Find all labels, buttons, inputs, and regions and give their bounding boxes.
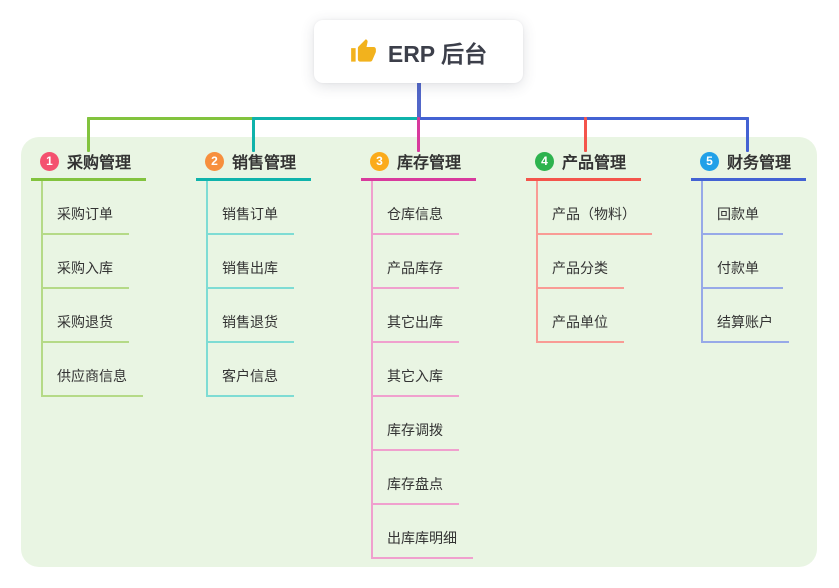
leaf-label: 采购订单 (57, 206, 113, 222)
branch-items: 仓库信息 产品库存 其它出库 其它入库 库存调拨 库存盘点 出库库明细 (371, 181, 476, 559)
leaf-label: 库存调拨 (387, 422, 443, 438)
leaf-label: 产品分类 (552, 260, 608, 276)
leaf-label: 销售退货 (222, 314, 278, 330)
branch-header[interactable]: 4 产品管理 (526, 147, 652, 175)
branch-title: 财务管理 (727, 155, 792, 172)
leaf-node[interactable]: 销售退货 (208, 289, 294, 343)
branch-column: 1 采购管理 采购订单 采购入库 采购退货 供应商信息 (31, 147, 146, 397)
leaf-node[interactable]: 结算账户 (703, 289, 789, 343)
branch-header[interactable]: 2 销售管理 (196, 147, 311, 175)
root-title: ERP 后台 (387, 40, 488, 67)
branch-underline (361, 178, 476, 181)
leaf-label: 产品单位 (552, 314, 608, 330)
leaf-label: 客户信息 (222, 368, 278, 384)
leaf-node[interactable]: 采购入库 (43, 235, 129, 289)
leaf-label: 其它入库 (387, 368, 443, 384)
branch-number-badge: 2 (205, 151, 224, 171)
leaf-label: 回款单 (717, 206, 759, 222)
branch-items: 回款单 付款单 结算账户 (701, 181, 806, 343)
branch-items: 产品（物料） 产品分类 产品单位 (536, 181, 652, 343)
leaf-label: 结算账户 (717, 314, 773, 330)
branch-items: 销售订单 销售出库 销售退货 客户信息 (206, 181, 311, 397)
branch-number-badge: 5 (700, 151, 719, 171)
leaf-label: 销售订单 (222, 206, 278, 222)
thumbs-up-icon (350, 39, 376, 62)
leaf-node[interactable]: 其它出库 (373, 289, 459, 343)
rail-segment (87, 117, 254, 120)
leaf-node[interactable]: 产品（物料） (538, 181, 652, 235)
leaf-label: 付款单 (717, 260, 759, 276)
branch-title: 销售管理 (232, 155, 297, 172)
leaf-label: 库存盘点 (387, 476, 443, 492)
leaf-label: 出库库明细 (387, 530, 457, 546)
leaf-node[interactable]: 仓库信息 (373, 181, 459, 235)
branch-columns: 1 采购管理 采购订单 采购入库 采购退货 供应商信息 2 销售管理 销售订单 … (21, 137, 817, 567)
branch-number-badge: 4 (535, 151, 554, 171)
branch-header[interactable]: 5 财务管理 (691, 147, 806, 175)
leaf-node[interactable]: 产品分类 (538, 235, 624, 289)
branch-items: 采购订单 采购入库 采购退货 供应商信息 (41, 181, 146, 397)
branch-title: 产品管理 (562, 155, 627, 172)
leaf-label: 产品库存 (387, 260, 443, 276)
branch-column: 2 销售管理 销售订单 销售出库 销售退货 客户信息 (196, 147, 311, 397)
branch-header[interactable]: 3 库存管理 (361, 147, 476, 175)
leaf-node[interactable]: 付款单 (703, 235, 783, 289)
leaf-node[interactable]: 其它入库 (373, 343, 459, 397)
leaf-node[interactable]: 回款单 (703, 181, 783, 235)
branch-underline (526, 178, 641, 181)
root-node[interactable]: ERP 后台 (314, 20, 523, 83)
branch-underline (691, 178, 806, 181)
leaf-label: 仓库信息 (387, 206, 443, 222)
leaf-node[interactable]: 产品库存 (373, 235, 459, 289)
leaf-node[interactable]: 库存调拨 (373, 397, 459, 451)
leaf-node[interactable]: 采购退货 (43, 289, 129, 343)
leaf-label: 供应商信息 (57, 368, 127, 384)
leaf-label: 其它出库 (387, 314, 443, 330)
branch-column: 3 库存管理 仓库信息 产品库存 其它出库 其它入库 库存调拨 库存盘点 出库库… (361, 147, 476, 559)
branch-header[interactable]: 1 采购管理 (31, 147, 146, 175)
leaf-node[interactable]: 销售订单 (208, 181, 294, 235)
leaf-label: 销售出库 (222, 260, 278, 276)
branch-number-badge: 1 (40, 151, 59, 171)
leaf-node[interactable]: 出库库明细 (373, 505, 473, 559)
branch-title: 采购管理 (67, 155, 132, 172)
branch-column: 4 产品管理 产品（物料） 产品分类 产品单位 (526, 147, 652, 343)
leaf-node[interactable]: 供应商信息 (43, 343, 143, 397)
leaf-node[interactable]: 销售出库 (208, 235, 294, 289)
branch-underline (31, 178, 146, 181)
root-stem-line (417, 82, 421, 119)
leaf-label: 采购退货 (57, 314, 113, 330)
leaf-node[interactable]: 产品单位 (538, 289, 624, 343)
branch-underline (196, 178, 311, 181)
leaf-node[interactable]: 采购订单 (43, 181, 129, 235)
branch-title: 库存管理 (397, 155, 462, 172)
leaf-label: 产品（物料） (552, 206, 636, 222)
rail-segment (252, 117, 418, 120)
leaf-label: 采购入库 (57, 260, 113, 276)
branch-number-badge: 3 (370, 151, 389, 171)
leaf-node[interactable]: 库存盘点 (373, 451, 459, 505)
rail-segment (418, 117, 749, 120)
leaf-node[interactable]: 客户信息 (208, 343, 294, 397)
branches-panel (21, 137, 817, 567)
branch-column: 5 财务管理 回款单 付款单 结算账户 (691, 147, 806, 343)
